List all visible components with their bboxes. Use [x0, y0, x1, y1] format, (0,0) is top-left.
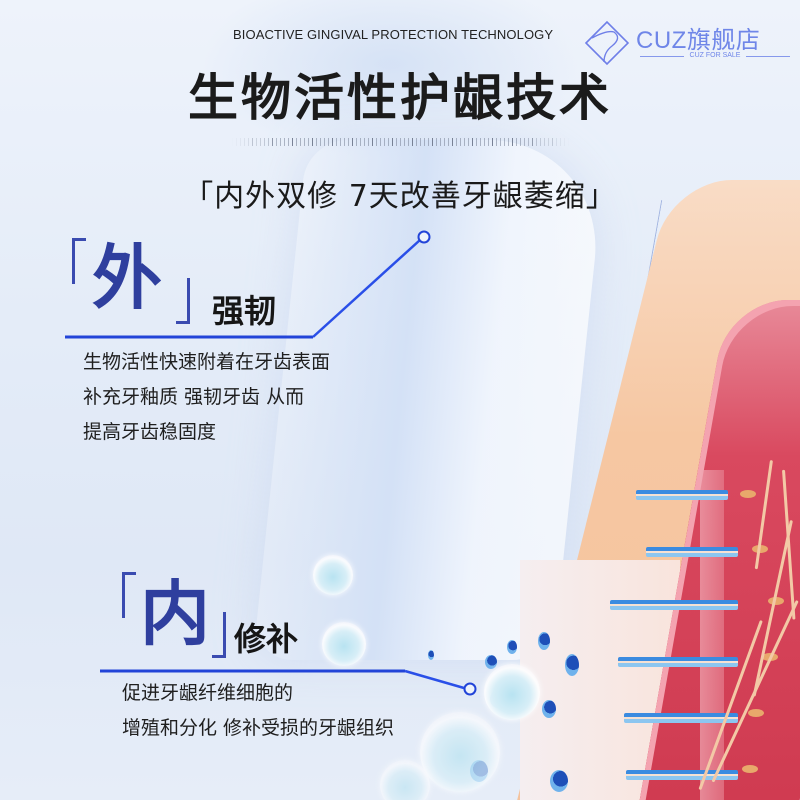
- fiber-tip: [752, 545, 768, 553]
- page-title: 生物活性护龈技术: [188, 69, 612, 127]
- periodontal-band: [700, 470, 724, 800]
- description-line: 促进牙龈纤维细胞的: [122, 682, 294, 704]
- mineral-dot: [470, 760, 488, 782]
- section-key-char: 外: [92, 237, 162, 319]
- periodontal-fiber: [636, 490, 728, 500]
- section-description: 生物活性快速附着在牙齿表面 补充牙釉质 强韧牙齿 从而 提高牙齿稳固度: [83, 345, 330, 450]
- nerve-strand: [754, 460, 773, 570]
- nerve-strand: [698, 620, 763, 791]
- periodontal-fiber: [610, 600, 738, 610]
- section-key-char: 内: [140, 573, 210, 655]
- left-bracket: [122, 572, 136, 618]
- callout-line: [65, 230, 431, 339]
- mineral-dot: [565, 654, 579, 676]
- left-bracket: [72, 238, 86, 284]
- right-bracket: [176, 278, 190, 324]
- fiber-tip: [748, 709, 764, 717]
- mineral-dot: [490, 690, 506, 708]
- diamond-wave-logo-icon: [584, 20, 630, 66]
- bubble: [380, 760, 430, 800]
- right-bracket: [212, 612, 226, 658]
- mineral-dot: [428, 650, 434, 660]
- description-line: 补充牙釉质 强韧牙齿 从而: [83, 386, 305, 408]
- brand-tagline: CUZ FOR SALE: [640, 52, 790, 59]
- tooth-pulp-illustration: [636, 300, 800, 800]
- periodontal-fiber: [624, 713, 738, 723]
- brand-name: CUZ旗舰店: [636, 27, 761, 54]
- callout-line: [100, 669, 477, 696]
- mineral-dot: [538, 632, 550, 650]
- bubble: [420, 712, 500, 792]
- periodontal-fiber: [646, 547, 738, 557]
- nerve-strand: [711, 600, 799, 783]
- fiber-tip: [740, 490, 756, 498]
- ruler-divider: [232, 134, 570, 146]
- gum-cross-section: [520, 560, 680, 800]
- description-line: 生物活性快速附着在牙齿表面: [83, 351, 331, 373]
- fiber-tip: [762, 653, 778, 661]
- nerve-strand: [782, 469, 796, 620]
- mineral-dot: [550, 770, 568, 792]
- section-description: 促进牙龈纤维细胞的 增殖和分化 修补受损的牙龈组织: [122, 676, 394, 746]
- periodontal-fiber: [626, 770, 738, 780]
- periodontal-fiber: [618, 657, 738, 667]
- section-label: 强韧: [212, 292, 277, 330]
- mineral-dot: [507, 640, 517, 654]
- fiber-tip: [742, 765, 758, 773]
- bubble: [313, 555, 353, 595]
- headline-subtitle: 「内外双修 7天改善牙龈萎缩」: [183, 179, 617, 214]
- description-line: 增殖和分化 修补受损的牙龈组织: [122, 717, 395, 739]
- film-edge-line: [497, 200, 663, 680]
- section-label: 修补: [234, 620, 299, 658]
- mineral-dot: [542, 700, 556, 718]
- fiber-tip: [768, 597, 784, 605]
- nerve-strand: [752, 520, 793, 697]
- bubble: [484, 664, 540, 720]
- description-line: 提高牙齿稳固度: [83, 421, 217, 443]
- gum-tissue-illustration: [512, 180, 800, 800]
- english-subtitle: BIOACTIVE GINGIVAL PROTECTION TECHNOLOGY: [233, 27, 554, 42]
- brand-logo[interactable]: CUZ旗舰店 CUZ FOR SALE: [578, 12, 798, 72]
